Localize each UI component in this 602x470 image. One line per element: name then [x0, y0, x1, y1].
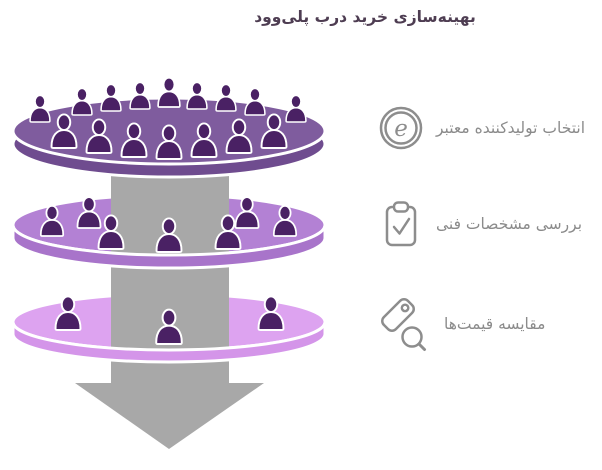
middle-disc-rim: [11, 224, 327, 270]
person-icon: [129, 81, 151, 110]
funnel-level-2: [11, 196, 327, 270]
clipboard-check-icon: [385, 201, 417, 247]
step-item-1: e انتخاب تولیدکننده معتبر: [379, 104, 585, 152]
step-label: مقایسه قیمت‌ها: [444, 315, 546, 333]
price-tag-search-icon: [380, 297, 426, 351]
step-label: بررسی مشخصات فنی: [436, 215, 583, 233]
e-emblem-icon: e: [379, 106, 423, 150]
down-arrow-icon: [75, 383, 264, 449]
person-icon: [29, 94, 51, 123]
funnel-level-1: [11, 76, 327, 179]
person-icon: [157, 76, 181, 108]
step-label: انتخاب تولیدکننده معتبر: [436, 119, 586, 137]
step-item-3: مقایسه قیمت‌ها: [379, 294, 545, 354]
e-letter: e: [394, 116, 408, 142]
person-icon: [215, 83, 237, 112]
funnel-graphic: [11, 76, 327, 449]
person-icon: [186, 81, 208, 110]
funnel-level-3: [11, 295, 327, 364]
bottom-disc-rim: [11, 321, 327, 364]
person-icon: [100, 83, 122, 112]
step-item-2: بررسی مشخصات فنی: [379, 197, 582, 251]
page-title: بهینه‌سازی خرید درب پلی‌وود: [254, 8, 476, 26]
